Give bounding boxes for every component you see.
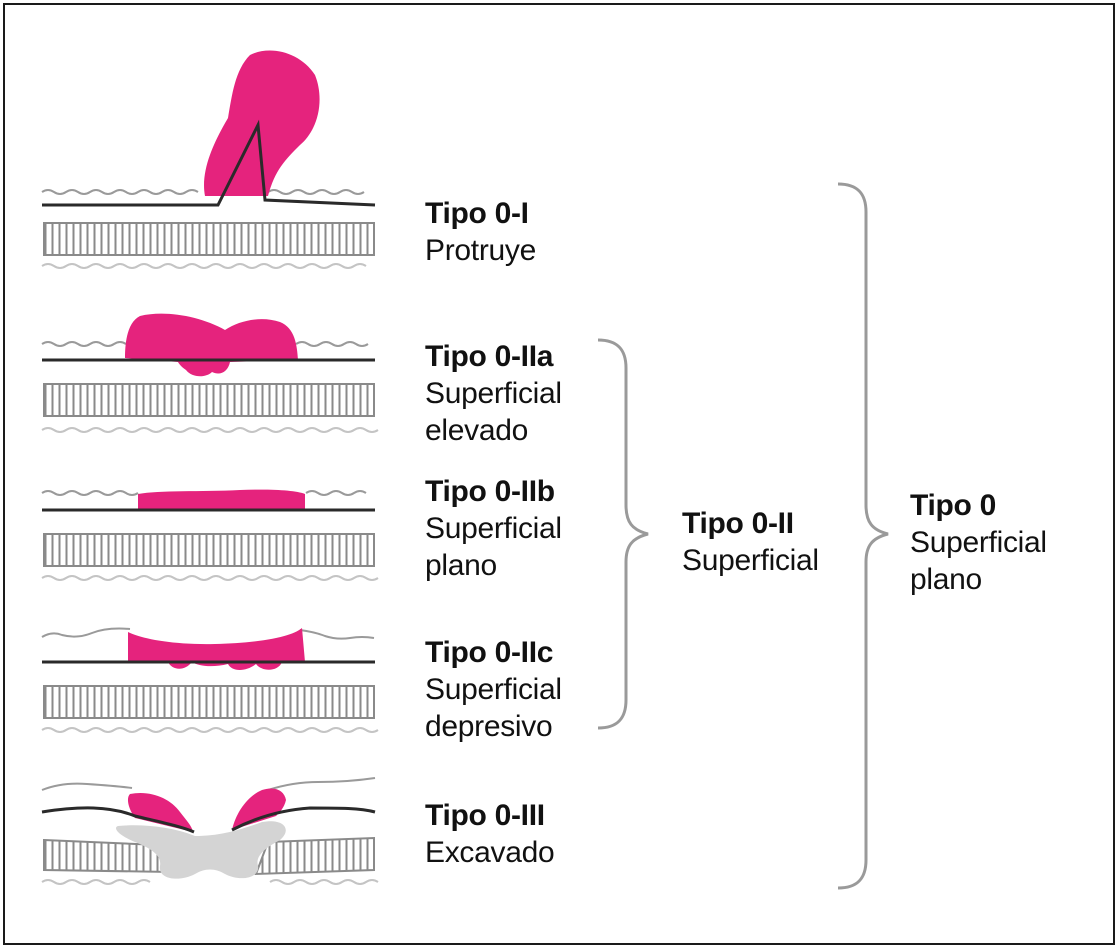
polyp-lesion	[204, 50, 320, 197]
type-description: Excavado	[425, 836, 555, 869]
surface-wavy-line	[41, 341, 369, 347]
ulcer-edge-left	[127, 792, 193, 832]
group-description: Superficial	[682, 544, 819, 577]
ulcer-edge-right	[232, 788, 286, 830]
type-description: plano	[425, 549, 497, 582]
muscle-layer	[43, 685, 375, 719]
serosa-wavy-line	[41, 263, 367, 269]
surface-wavy-line	[41, 189, 365, 195]
serosa-wavy-line	[41, 575, 379, 581]
elevated-lesion	[125, 313, 298, 377]
label-group-tipo-0: Tipo 0 Superficial plano	[910, 487, 1047, 598]
group-title: Tipo 0-II	[682, 507, 794, 540]
diagram-tipo-0-IIc	[41, 627, 379, 733]
mucosa-line	[41, 806, 376, 834]
serosa-wavy-line	[41, 879, 379, 885]
type-title: Tipo 0-IIb	[425, 475, 555, 508]
label-tipo-0-IIc: Tipo 0-IIc Superficial depresivo	[425, 634, 562, 745]
excavation-ulcer	[115, 821, 286, 879]
label-tipo-0-I: Tipo 0-I Protruye	[425, 195, 536, 269]
label-group-tipo-0-II: Tipo 0-II Superficial	[682, 505, 819, 579]
type-title: Tipo 0-III	[425, 799, 545, 832]
type-description: depresivo	[425, 710, 553, 743]
diagram-tipo-0-IIa	[41, 313, 379, 433]
serosa-wavy-line	[41, 427, 379, 433]
surface-wavy-line	[41, 490, 367, 496]
mucosa-line	[42, 119, 376, 207]
type-description: Superficial	[425, 377, 562, 410]
label-tipo-0-IIb: Tipo 0-IIb Superficial plano	[425, 473, 562, 584]
flat-lesion	[138, 489, 305, 510]
type-description: Superficial	[425, 512, 562, 545]
muscle-layer	[43, 383, 375, 417]
bracket-tipo-0-II	[597, 338, 649, 730]
type-title: Tipo 0-I	[425, 197, 529, 230]
type-title: Tipo 0-IIa	[425, 340, 554, 373]
surface-wavy-line	[41, 627, 375, 640]
type-description: Superficial	[425, 673, 562, 706]
figure-frame	[3, 3, 1115, 945]
surface-wavy-line	[41, 777, 376, 791]
group-title: Tipo 0	[910, 489, 996, 522]
type-description: elevado	[425, 414, 528, 447]
diagram-tipo-0-I	[41, 50, 376, 269]
group-description: Superficial	[910, 526, 1047, 559]
type-description: Protruye	[425, 234, 536, 267]
diagram-tipo-0-IIb	[41, 489, 379, 581]
bracket-tipo-0	[837, 182, 889, 890]
depressed-lesion	[128, 628, 305, 670]
muscle-layer	[43, 222, 375, 256]
serosa-wavy-line	[41, 727, 379, 733]
type-title: Tipo 0-IIc	[425, 636, 554, 669]
label-tipo-0-III: Tipo 0-III Excavado	[425, 797, 555, 871]
muscle-layer	[43, 533, 375, 567]
diagram-tipo-0-III	[41, 777, 379, 885]
group-description: plano	[910, 563, 982, 596]
label-tipo-0-IIa: Tipo 0-IIa Superficial elevado	[425, 338, 562, 449]
